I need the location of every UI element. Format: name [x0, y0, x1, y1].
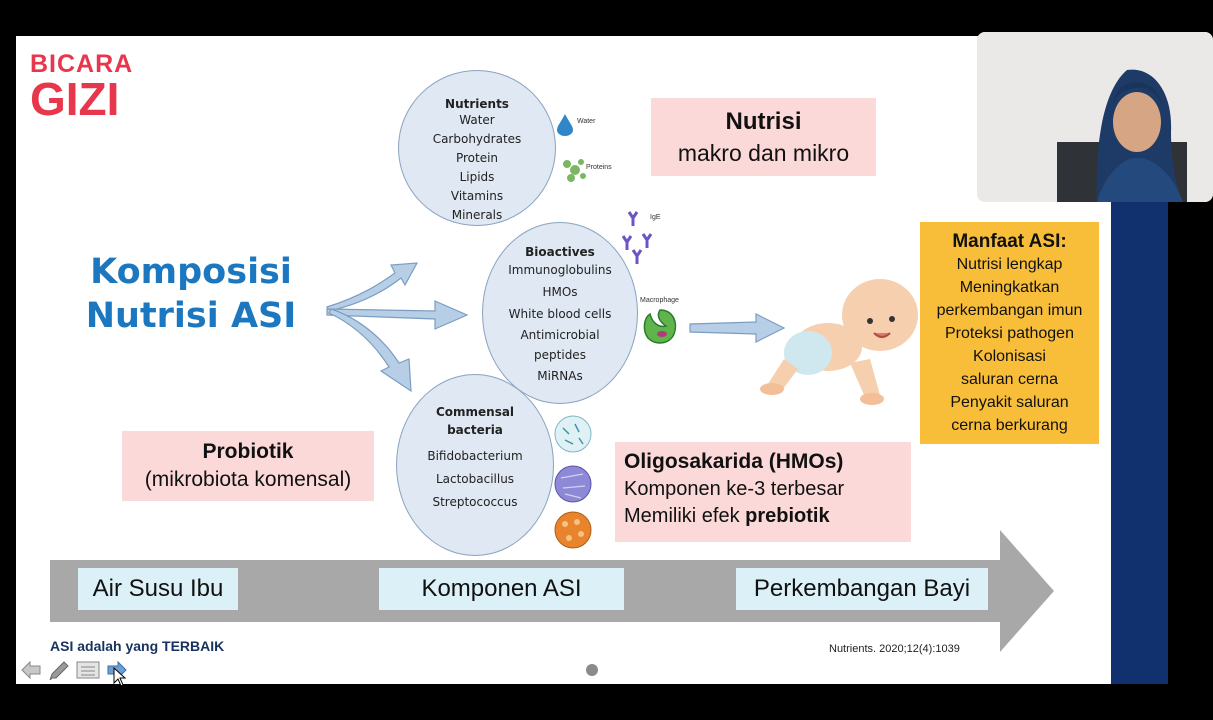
footer-tagline: ASI adalah yang TERBAIK: [50, 638, 225, 654]
commensal-item: Bifidobacterium: [427, 449, 523, 463]
branch-arrows: [326, 262, 469, 393]
arrow-to-baby: [689, 313, 786, 343]
slide-title: Komposisi Nutrisi ASI: [66, 250, 316, 338]
nutrisi-box: Nutrisi makro dan mikro: [651, 98, 876, 176]
bicara-gizi-logo: BICARA GIZI: [30, 50, 150, 130]
mouse-cursor-icon: [113, 667, 127, 687]
nutrients-item: Carbohydrates: [432, 132, 522, 146]
protein-molecule-icon: [563, 159, 586, 182]
manfaat-line: cerna berkurang: [951, 417, 1068, 434]
oligo-line2-bold: prebiotik: [745, 505, 830, 527]
logo-line1: BICARA: [30, 50, 134, 78]
commensal-item: Lactobacillus: [435, 472, 515, 486]
nutrients-item: Vitamins: [450, 189, 504, 203]
macrophage-icon: [643, 309, 677, 344]
oligo-line2-prefix: Memiliki efek: [624, 505, 746, 527]
macrophage-icon-label: Macrophage: [640, 297, 679, 304]
oligo-title: Oligosakarida (HMOs): [624, 450, 844, 473]
commensal-heading-2: bacteria: [447, 423, 503, 437]
manfaat-line: perkembangan imun: [936, 302, 1083, 319]
baby-illustration: [760, 279, 918, 405]
logo-line2: GIZI: [30, 73, 120, 125]
footer-citation: Nutrients. 2020;12(4):1039: [829, 643, 960, 655]
bioactives-circle: Bioactives Immunoglobulins HMOs White bl…: [482, 222, 638, 404]
nutrients-item: Minerals: [451, 208, 503, 222]
slide-indicator-dot[interactable]: [586, 664, 598, 676]
manfaat-line: saluran cerna: [961, 371, 1058, 388]
oligo-line2: Memiliki efek prebiotik: [624, 505, 911, 528]
manfaat-line: Kolonisasi: [973, 348, 1046, 365]
bar-label-komponen-asi: Komponen ASI: [379, 568, 624, 610]
bioactives-item: Immunoglobulins: [508, 263, 612, 277]
commensal-item: Streptococcus: [432, 495, 518, 509]
nutrients-item: Lipids: [459, 170, 495, 184]
title-line2: Nutrisi ASI: [85, 296, 297, 336]
commensal-heading-1: Commensal: [435, 405, 515, 419]
manfaat-line: Proteksi pathogen: [945, 325, 1074, 342]
presenter-image: [977, 32, 1213, 202]
probiotik-box: Probiotik (mikrobiota komensal): [122, 431, 374, 501]
water-drop-icon: [557, 114, 573, 136]
manfaat-line: Nutrisi lengkap: [956, 256, 1063, 273]
manfaat-line: Penyakit saluran: [950, 394, 1069, 411]
proteins-icon-label: Proteins: [586, 164, 612, 171]
ige-icon-label: IgE: [650, 214, 661, 221]
bar-label-perkembangan-bayi: Perkembangan Bayi: [736, 568, 988, 610]
presenter-video-thumbnail[interactable]: [977, 32, 1213, 202]
manfaat-title: Manfaat ASI:: [952, 231, 1067, 252]
probiotik-subtitle: (mikrobiota komensal): [144, 468, 352, 491]
nutrients-item: Water: [459, 113, 495, 127]
bioactives-item: White blood cells: [508, 307, 612, 321]
manfaat-line: Meningkatkan: [959, 279, 1060, 296]
slide-menu-icon[interactable]: [76, 660, 100, 680]
nutrisi-title: Nutrisi: [725, 108, 802, 135]
commensal-circle: Commensal bacteria Bifidobacterium Lacto…: [396, 374, 554, 556]
bioactives-item: MiRNAs: [537, 369, 583, 383]
slide-side-band: [1111, 200, 1168, 684]
nutrisi-subtitle: makro dan mikro: [677, 140, 850, 166]
bioactives-item: HMOs: [542, 285, 578, 299]
antibody-icon: [621, 211, 653, 264]
oligosakarida-box: Oligosakarida (HMOs) Komponen ke-3 terbe…: [615, 442, 911, 542]
bioactives-item: peptides: [534, 348, 586, 362]
probiotik-title: Probiotik: [202, 440, 294, 463]
pen-tool-icon[interactable]: [48, 660, 70, 680]
title-line1: Komposisi: [90, 252, 292, 292]
nutrients-circle: Nutrients Water Carbohydrates Protein Li…: [398, 70, 556, 226]
bacteria-icons: [554, 415, 592, 549]
bioactives-heading: Bioactives: [525, 245, 595, 259]
nutrients-item: Protein: [455, 151, 499, 165]
manfaat-asi-box: Manfaat ASI: Nutrisi lengkap Meningkatka…: [920, 222, 1099, 444]
bar-label-air-susu-ibu: Air Susu Ibu: [78, 568, 238, 610]
water-icon-label: Water: [577, 118, 596, 125]
bioactives-item: Antimicrobial: [520, 328, 600, 342]
nutrients-heading: Nutrients: [445, 97, 509, 111]
oligo-line1: Komponen ke-3 terbesar: [624, 478, 845, 500]
previous-slide-icon[interactable]: [20, 660, 42, 680]
